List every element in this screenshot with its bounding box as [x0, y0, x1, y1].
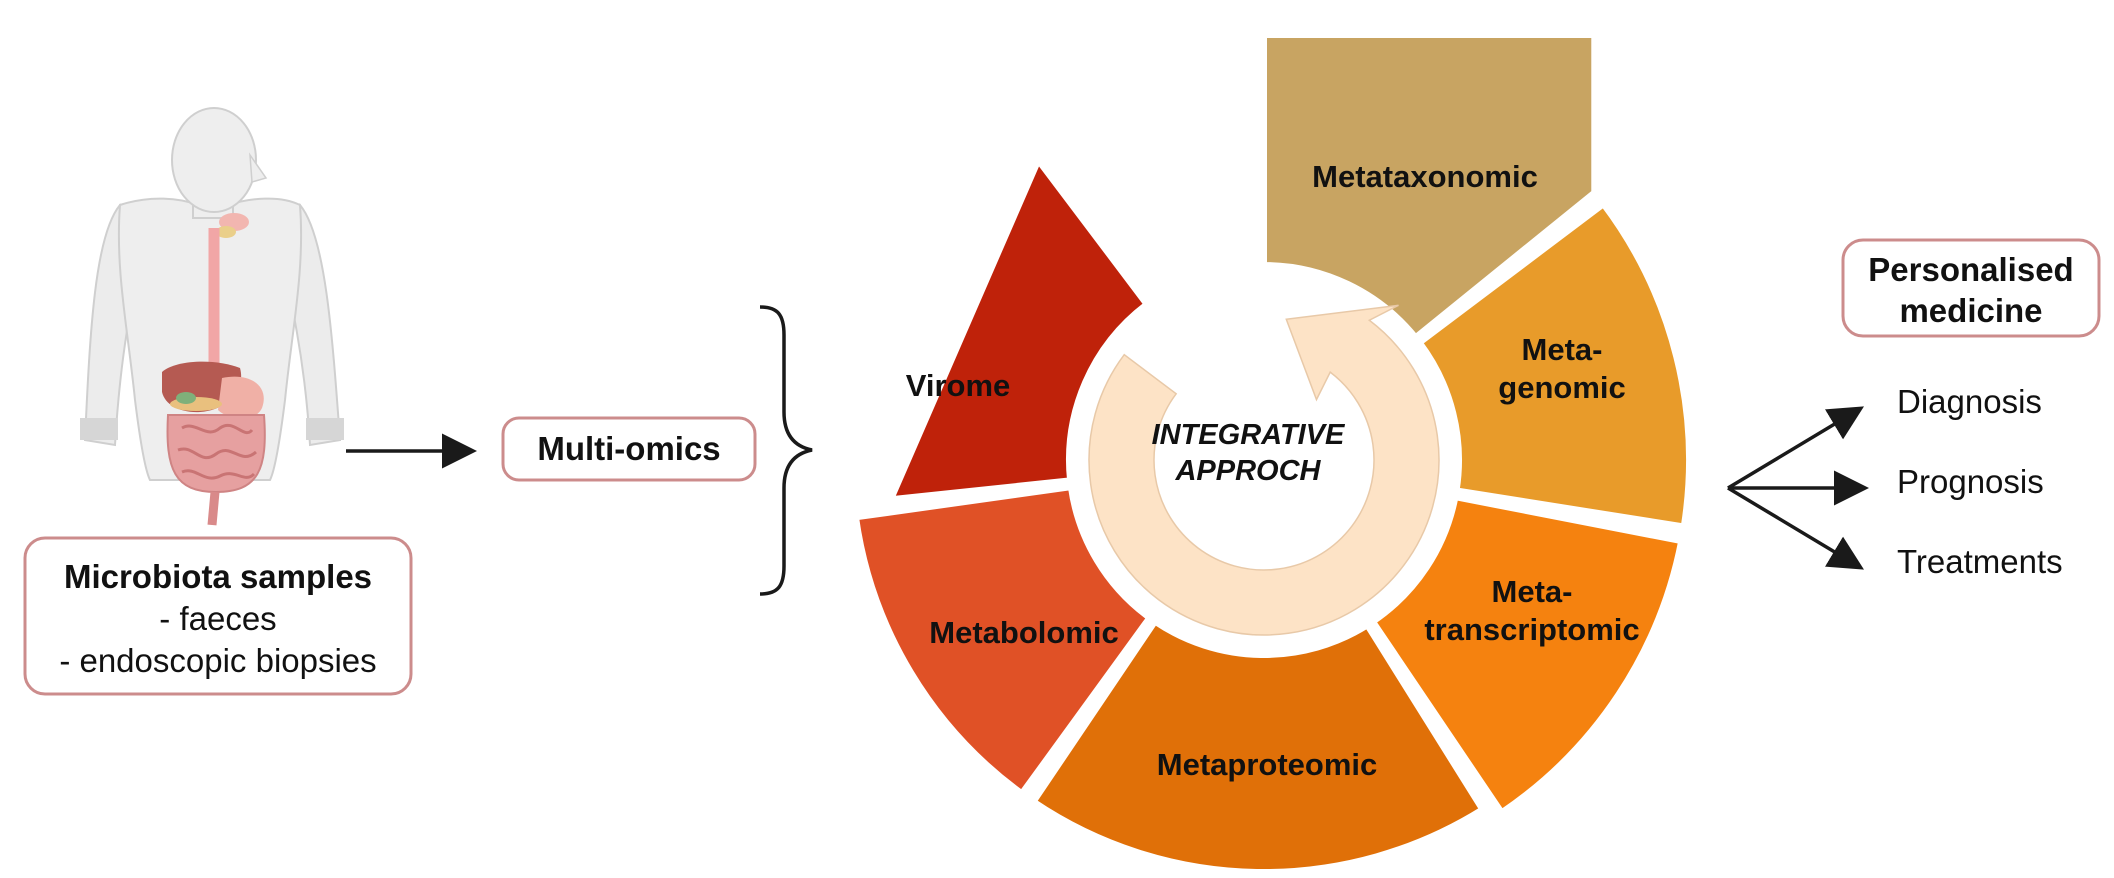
- arrow-to-diagnosis: [1727, 406, 1865, 490]
- microbiota-samples-box: Microbiota samples - faeces - endoscopic…: [23, 536, 413, 696]
- center-label-line1: INTEGRATIVE: [1152, 419, 1346, 451]
- wheel-label-metataxonomic: Metataxonomic: [1312, 159, 1538, 194]
- samples-title: Microbiota samples: [64, 558, 372, 595]
- wheel-label-virome: Virome: [906, 368, 1011, 403]
- samples-item-faeces: - faeces: [159, 600, 276, 637]
- wheel-label-metabolomic: Metabolomic: [929, 615, 1118, 650]
- personalised-line1: Personalised: [1868, 251, 2073, 288]
- wheel-label-metatranscriptomic-line2: transcriptomic: [1424, 612, 1639, 647]
- wheel-label-metaproteomic: Metaproteomic: [1157, 747, 1377, 782]
- personalised-medicine-box: Personalised medicine: [1841, 238, 2101, 338]
- arrow-to-treatments: [1727, 486, 1865, 570]
- outcome-treatments: Treatments: [1897, 543, 2063, 580]
- human-body-icon: [80, 107, 344, 526]
- multi-omics-box: Multi-omics: [501, 416, 757, 482]
- multi-omics-label: Multi-omics: [537, 430, 720, 467]
- wheel-segment-metaproteomic: [1029, 617, 1487, 876]
- wheel-segment-virome: [886, 154, 1151, 503]
- samples-item-biopsies: - endoscopic biopsies: [59, 642, 376, 679]
- wheel-label-metatranscriptomic-line1: Meta-: [1492, 574, 1573, 609]
- outcome-diagnosis: Diagnosis: [1897, 383, 2042, 420]
- omics-wheel: MetataxonomicMeta-genomicMeta-transcript…: [852, 32, 1692, 876]
- curly-brace: [759, 305, 813, 596]
- wheel-segment-metagenomic: [1415, 200, 1692, 530]
- wheel-segment-metataxonomic: [1261, 32, 1598, 342]
- outcome-arrows: [1727, 406, 1869, 570]
- wheel-segment-metatranscriptomic: [1368, 493, 1685, 817]
- outcome-prognosis: Prognosis: [1897, 463, 2044, 500]
- wheel-label-metagenomic-line1: Meta-: [1522, 332, 1603, 367]
- wheel-segment-metabolomic: [852, 483, 1154, 798]
- cycle-arrow-icon: [1088, 304, 1440, 636]
- center-label-line2: APPROCH: [1174, 455, 1321, 487]
- wheel-label-metagenomic-line2: genomic: [1498, 370, 1625, 405]
- personalised-line2: medicine: [1899, 292, 2042, 329]
